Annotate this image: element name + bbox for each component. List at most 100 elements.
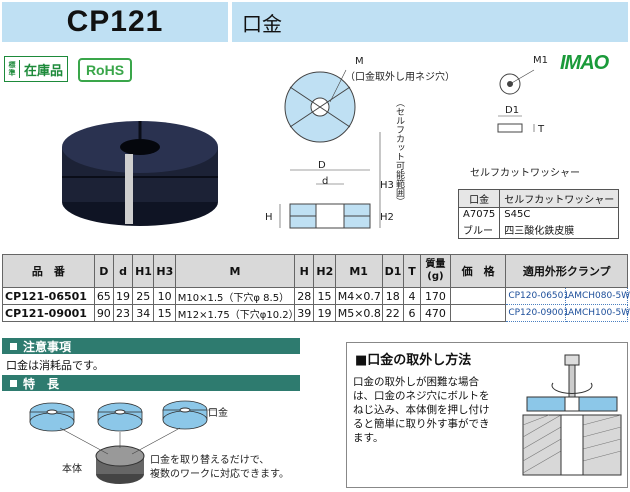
clamp-link[interactable]: AMCH100-5W [565, 304, 630, 322]
col-header: T [402, 254, 422, 288]
removal-line: ると簡単に取り外す事ができ [353, 418, 490, 430]
drawing-top-view [279, 69, 381, 229]
part-number: CP121-09001 [2, 304, 95, 322]
cell-price [449, 287, 507, 305]
label-jaw: 口金 [208, 408, 228, 419]
material-row: ブルー 四三酸化鉄皮膜 [457, 221, 620, 239]
label-H3: H3 [380, 180, 394, 191]
col-header: 価 格 [449, 254, 507, 288]
cell-price [449, 304, 507, 322]
removal-line: ねじ込み、本体側を押し付け [353, 404, 490, 416]
label-H2: H2 [380, 212, 394, 223]
label-D: D [318, 160, 326, 171]
cell-mass: 170 [420, 287, 451, 305]
feature-text-2: 複数のワークに対応できます。 [150, 469, 289, 480]
model-title: CP121 [2, 2, 228, 42]
material-header: セルフカットワッシャー [499, 189, 620, 208]
stock-badge-small: 標準 [5, 60, 20, 78]
removal-text: 口金の取外しが困難な場合 は、口金のネジ穴にボルトを ねじ込み、本体側を押し付け… [353, 375, 490, 445]
clamp-link[interactable]: CP120-09001 [505, 304, 569, 322]
square-icon [10, 379, 17, 387]
cell-mass: 470 [420, 304, 451, 322]
removal-line: ます。 [353, 432, 384, 444]
spec-table: 品 番 D d H1 H3 M H H2 M1 D1 T 質量 (g) 価 格 … [2, 254, 630, 322]
caution-title: 注意事項 [23, 339, 72, 354]
label-M-note: （口金取外し用ネジ穴） [345, 72, 455, 83]
col-header: 適用外形クランプ [505, 254, 628, 288]
cell-M: M10×1.5（下穴φ 8.5） [174, 287, 296, 305]
cell-D1: 22 [381, 304, 404, 322]
cell-d: 19 [112, 287, 134, 305]
table-row: CP121-06501 65 19 25 10 M10×1.5（下穴φ 8.5）… [2, 287, 630, 305]
cell-D: 65 [93, 287, 114, 305]
material-cell: S45C [499, 207, 620, 221]
material-header: 口金 [457, 189, 501, 208]
cell-M1: M4×0.7 [334, 287, 383, 305]
col-header: H2 [313, 254, 336, 288]
square-icon [10, 342, 17, 350]
label-M1: M1 [533, 55, 548, 66]
cell-H2: 19 [313, 304, 336, 322]
label-M: M [355, 56, 364, 67]
removal-line: は、口金のネジ穴にボルトを [353, 390, 490, 402]
cell-M1: M5×0.8 [334, 304, 383, 322]
col-header: M1 [334, 254, 383, 288]
label-d: d [322, 176, 329, 187]
feature-bar: 特 長 [2, 375, 300, 391]
label-D1: D1 [505, 105, 520, 116]
cell-D: 90 [93, 304, 114, 322]
cell-H: 39 [294, 304, 315, 322]
cell-H3: 10 [153, 287, 176, 305]
cell-d: 23 [112, 304, 134, 322]
col-header: d [112, 254, 134, 288]
feature-title: 特 長 [23, 376, 60, 391]
stock-badge-label: 在庫品 [24, 63, 64, 79]
cell-H: 28 [294, 287, 315, 305]
feature-illustration [29, 400, 216, 484]
removal-illustration [522, 354, 622, 476]
cell-H1: 34 [132, 304, 155, 322]
caution-text: 口金は消耗品です。 [6, 359, 104, 372]
col-header: H3 [153, 254, 176, 288]
removal-title: ■口金の取外し方法 [355, 353, 472, 368]
table-row: CP121-09001 90 23 34 15 M12×1.75（下穴φ10.2… [2, 304, 630, 322]
brand-logo: IMAO [560, 52, 609, 74]
page-title: 口金 [232, 2, 628, 42]
rohs-badge: RoHS [78, 58, 132, 82]
label-H: H [265, 212, 273, 223]
col-header: M [174, 254, 296, 288]
col-header: D1 [381, 254, 404, 288]
material-cell: 四三酸化鉄皮膜 [499, 221, 620, 239]
cell-T: 4 [402, 287, 422, 305]
feature-text-1: 口金を取り替えるだけで、 [150, 455, 270, 466]
removal-line: 口金の取外しが困難な場合 [353, 376, 479, 388]
cell-T: 6 [402, 304, 422, 322]
material-table: 口金 セルフカットワッシャー A7075 S45C ブルー 四三酸化鉄皮膜 [457, 189, 620, 239]
cell-D1: 18 [381, 287, 404, 305]
caution-bar: 注意事項 [2, 338, 300, 354]
cell-M: M12×1.75（下穴φ10.2） [174, 304, 299, 322]
col-header: 品 番 [2, 254, 95, 288]
drawing-washer [497, 69, 535, 133]
label-body: 本体 [62, 464, 82, 475]
spec-header-row: 品 番 D d H1 H3 M H H2 M1 D1 T 質量 (g) 価 格 … [2, 254, 628, 288]
label-H3-note: （セルフカット可能範囲） [394, 98, 404, 206]
material-cell: A7075 [457, 207, 501, 221]
clamp-link[interactable]: AMCH080-5W [565, 287, 630, 305]
label-T: T [538, 124, 545, 135]
col-header: 質量 (g) [420, 254, 451, 288]
removal-box: ■口金の取外し方法 口金の取外しが困難な場合 は、口金のネジ穴にボルトを ねじ込… [346, 342, 628, 488]
material-header-row: 口金 セルフカットワッシャー [457, 189, 620, 208]
clamp-link[interactable]: CP120-06501 [505, 287, 569, 305]
part-number: CP121-06501 [2, 287, 95, 305]
cell-H2: 15 [313, 287, 336, 305]
washer-caption: セルフカットワッシャー [470, 168, 580, 179]
col-header: H [294, 254, 315, 288]
material-cell: ブルー [457, 221, 501, 239]
stock-badge: 標準 在庫品 [4, 56, 69, 82]
cell-H1: 25 [132, 287, 155, 305]
cell-H3: 15 [153, 304, 176, 322]
material-row: A7075 S45C [457, 207, 620, 221]
col-header: H1 [132, 254, 155, 288]
col-header: D [93, 254, 114, 288]
